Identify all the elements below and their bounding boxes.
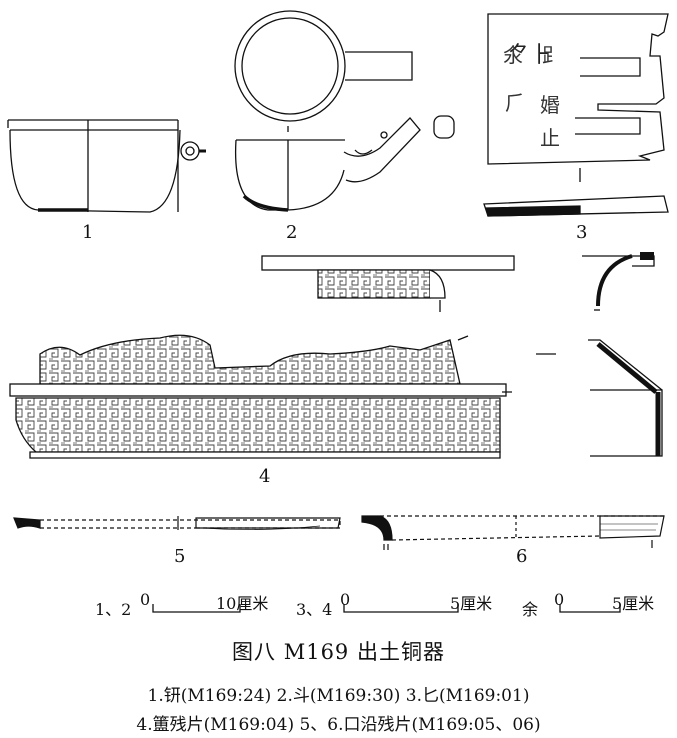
vessel-1-drawing [7, 119, 206, 213]
inscription-glyphs: ⺈⺊ [508, 43, 552, 68]
label-3: 3 [576, 222, 588, 243]
fragment-4-top-view [261, 255, 515, 312]
svg-text:氽: 氽 [503, 43, 523, 67]
svg-text:止: 止 [540, 126, 560, 150]
label-5: 5 [174, 546, 186, 567]
scale-end-3: 5厘米 [612, 594, 655, 613]
figure-legend-line-1: 1.钘(M169:24) 2.斗(M169:30) 3.匕(M169:01) [147, 686, 530, 706]
rim-fragment-5 [13, 516, 341, 530]
ladle-2-drawing [234, 10, 455, 212]
scale-end-1: 10厘米 [216, 594, 269, 613]
scale-bars [152, 604, 621, 613]
svg-text:⺁: ⺁ [505, 91, 525, 115]
scale-zero-1: 0 [140, 590, 151, 609]
fragment-4-main-view [9, 334, 512, 459]
spoon-3-drawing: ⺈⺊ [483, 13, 669, 217]
label-2: 2 [286, 222, 298, 243]
scale-zero-2: 0 [340, 590, 351, 609]
figure-title: 图八 M169 出土铜器 [232, 640, 445, 664]
fragment-4-profile [536, 252, 663, 457]
figure-legend-line-2: 4.簠残片(M169:04) 5、6.口沿残片(M169:05、06) [136, 715, 541, 735]
scale-zero-3: 0 [554, 590, 565, 609]
scale-group-rest: 余 [522, 600, 539, 619]
label-1: 1 [82, 222, 94, 243]
rim-fragment-6 [361, 515, 665, 550]
scale-end-2: 5厘米 [450, 594, 493, 613]
label-4: 4 [259, 466, 271, 487]
scale-group-1-2: 1、2 [95, 600, 132, 619]
label-6: 6 [516, 546, 528, 567]
svg-text:⻊: ⻊ [542, 43, 562, 67]
svg-text:㛰: 㛰 [540, 93, 560, 117]
scale-group-3-4: 3、4 [296, 600, 333, 619]
